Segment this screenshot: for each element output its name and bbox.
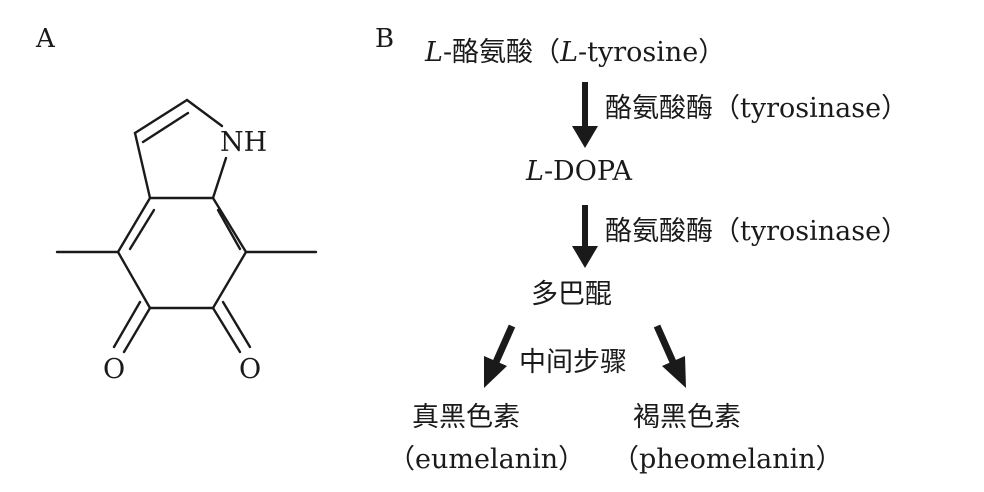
arrow-1-head [572, 126, 598, 148]
bond-c3-c2-inner [141, 111, 190, 144]
step-2-enzyme: 酪氨酸酶（tyrosinase） [605, 216, 909, 247]
arrow-right-head [662, 356, 686, 388]
bond-c2-n [185, 98, 224, 128]
bond-c4-c3a-inner [128, 208, 156, 251]
step-1-enzyme: 酪氨酸酶（tyrosinase） [605, 93, 909, 124]
l-prefix-en: L [560, 37, 578, 68]
pheomelanin-cn: 褐黑色素 [633, 402, 741, 433]
bond-co-left-2 [112, 300, 142, 349]
atom-o-right: O [239, 354, 262, 385]
arrow-left-shaft [492, 324, 516, 364]
arrow-left-head [484, 356, 507, 388]
pheomelanin-en: （pheomelanin） [612, 444, 843, 475]
dopaquinone-label: 多巴醌 [531, 279, 612, 310]
arrow-2-head [572, 246, 598, 268]
dopa-rest: -DOPA [543, 156, 633, 187]
bond-c3a-c3 [133, 131, 152, 200]
l-prefix: L [425, 37, 443, 68]
panel-a-label: A [36, 24, 55, 54]
panel-b-label: B [375, 24, 395, 54]
bond-c4-c3a [116, 196, 152, 254]
dopa-label: L-DOPA [526, 158, 632, 185]
tyrosine-cn: -酪氨酸（ [442, 37, 561, 68]
tyrosine-en: -tyrosine） [578, 37, 726, 68]
bond-co-right-2 [221, 300, 252, 349]
bond-c3-c2 [133, 98, 189, 135]
bond-c7a-n [211, 156, 228, 200]
atom-o-left: O [103, 354, 126, 385]
eumelanin-en: （eumelanin） [388, 444, 586, 475]
bond-c5-c4 [116, 250, 152, 310]
intermediate-steps-label: 中间步骤 [519, 347, 627, 378]
dopa-prefix: L [526, 156, 544, 187]
eumelanin-cn: 真黑色素 [412, 402, 520, 433]
bond-co-left-1 [122, 306, 152, 354]
arrow-right-shaft [653, 324, 677, 364]
bond-c7a-c7 [211, 196, 248, 254]
bond-co-right-1 [211, 306, 242, 354]
atom-nh: NH [220, 127, 268, 158]
bond-c7a-c7-inner [216, 208, 242, 251]
tyrosine-label: L-酪氨酸（L-tyrosine） [425, 39, 725, 66]
bond-c7-c6 [211, 250, 248, 310]
